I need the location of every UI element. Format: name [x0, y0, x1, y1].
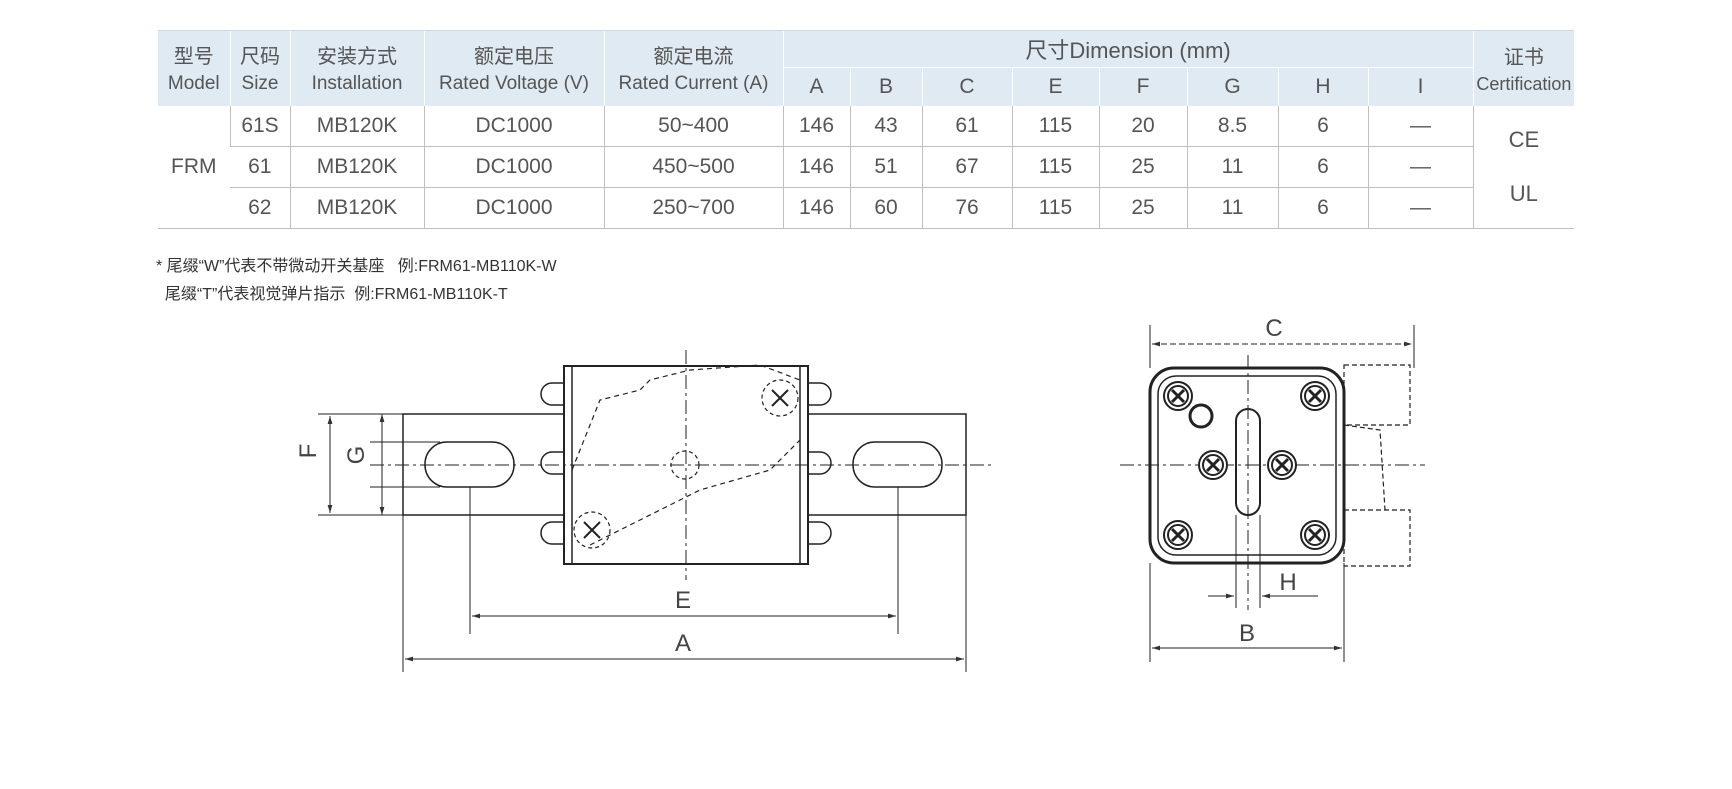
install-cell: MB120K — [289, 106, 424, 147]
dim-e-cell: 115 — [1011, 187, 1099, 229]
header-installation-en: Installation — [311, 73, 403, 94]
cert-cell: CE UL — [1472, 106, 1575, 229]
dim-b-cell: 51 — [849, 146, 922, 188]
install-cell: MB120K — [289, 187, 424, 229]
voltage-cell: DC1000 — [423, 187, 604, 229]
header-cert-cn: 证书 — [1503, 46, 1544, 69]
header-installation-cn: 安装方式 — [317, 46, 397, 68]
side-view — [1120, 325, 1425, 662]
dim-a-cell: 146 — [782, 106, 850, 147]
screw-icon — [1162, 380, 1194, 412]
model-cell: FRM — [158, 106, 230, 229]
dim-h-cell: 6 — [1277, 146, 1368, 188]
header-current: 额定电流 Rated Current (A) — [603, 30, 783, 106]
header-cert: 证书 Certification — [1472, 30, 1575, 106]
current-cell: 50~400 — [603, 106, 783, 147]
dim-i-cell: — — [1367, 146, 1474, 188]
front-view — [318, 350, 995, 672]
header-current-en: Rated Current (A) — [618, 73, 769, 94]
note-w: * 尾缀“W”代表不带微动开关基座 例:FRM61-MB110K-W — [156, 258, 557, 275]
voltage-cell: DC1000 — [423, 106, 604, 147]
note-t: 尾缀“T”代表视觉弹片指示 例:FRM61-MB110K-T — [156, 286, 508, 303]
label-b: B — [1239, 620, 1255, 647]
label-g: G — [343, 446, 370, 465]
header-model-cn: 型号 — [173, 46, 214, 68]
label-c: C — [1265, 315, 1282, 342]
header-installation: 安装方式 Installation — [289, 30, 424, 106]
size-cell: 62 — [230, 187, 290, 229]
header-model-en: Model — [167, 73, 220, 94]
screw-icon — [1266, 449, 1298, 481]
size-cell: 61S — [229, 106, 290, 147]
dim-f-cell: 20 — [1098, 106, 1187, 147]
dim-c-cell: 67 — [921, 146, 1012, 188]
dim-b-cell: 60 — [849, 187, 922, 229]
dim-g-cell: 11 — [1186, 187, 1278, 229]
header-dimension: 尺寸Dimension (mm) — [782, 30, 1474, 68]
dim-c-cell: 76 — [921, 187, 1012, 229]
header-size-en: Size — [241, 73, 279, 94]
dim-g-cell: 8.5 — [1186, 106, 1278, 147]
dim-e-cell: 115 — [1011, 106, 1099, 147]
screw-icon — [1162, 519, 1194, 551]
header-size-cn: 尺码 — [240, 46, 280, 68]
header-model: 型号 Model — [158, 30, 230, 106]
header-dim-a: A — [782, 67, 850, 106]
cert-ce: CE — [1508, 127, 1540, 152]
table-row: 61 MB120K DC1000 450~500 146 51 67 115 2… — [158, 146, 1574, 188]
screw-icon — [1299, 380, 1331, 412]
screw-icon — [1197, 449, 1229, 481]
dim-b-cell: 43 — [849, 106, 922, 147]
header-voltage-cn: 额定电压 — [474, 46, 554, 68]
header-size: 尺码 Size — [229, 30, 290, 106]
table-row: 62 MB120K DC1000 250~700 146 60 76 115 2… — [158, 187, 1574, 229]
dim-h-cell: 6 — [1277, 106, 1368, 147]
label-e: E — [675, 587, 691, 614]
voltage-cell: DC1000 — [423, 146, 604, 188]
current-cell: 450~500 — [603, 146, 783, 188]
header-dim-i: I — [1367, 67, 1474, 106]
install-cell: MB120K — [289, 146, 424, 188]
header-dim-h: H — [1277, 67, 1368, 106]
header-voltage-en: Rated Voltage (V) — [439, 73, 589, 94]
header-cert-en: Certification — [1476, 73, 1572, 94]
screw-icon — [1299, 519, 1331, 551]
header-voltage: 额定电压 Rated Voltage (V) — [423, 30, 604, 106]
label-a: A — [675, 630, 691, 657]
label-f: F — [295, 444, 322, 459]
dim-f-cell: 25 — [1098, 187, 1187, 229]
dim-e-cell: 115 — [1011, 146, 1099, 188]
dim-f-cell: 25 — [1098, 146, 1187, 188]
size-cell: 61 — [230, 146, 290, 188]
header-dim-c: C — [921, 67, 1012, 106]
dim-h-cell: 6 — [1277, 187, 1368, 229]
table-row: FRM 61S MB120K DC1000 50~400 146 43 61 1… — [158, 106, 1575, 229]
dim-i-cell: — — [1367, 187, 1474, 229]
header-current-cn: 额定电流 — [653, 46, 734, 68]
dim-a-cell: 146 — [782, 146, 850, 188]
header-dim-b: B — [849, 67, 922, 106]
label-h: H — [1279, 569, 1296, 596]
spec-table: 型号 Model 尺码 Size 安装方式 Installation 额定电压 Rate… — [158, 30, 1575, 229]
current-cell: 250~700 — [603, 187, 783, 229]
header-dim-g: G — [1186, 67, 1278, 106]
dim-g-cell: 11 — [1186, 146, 1278, 188]
header-dim-f: F — [1098, 67, 1187, 106]
dim-c-cell: 61 — [921, 106, 1012, 147]
dim-a-cell: 146 — [782, 187, 850, 229]
cert-ul: UL — [1509, 181, 1538, 206]
footnotes: * 尾缀“W”代表不带微动开关基座 例:FRM61-MB110K-W 尾缀“T”… — [156, 253, 557, 309]
dim-i-cell: — — [1367, 106, 1474, 147]
header-dim-e: E — [1011, 67, 1099, 106]
